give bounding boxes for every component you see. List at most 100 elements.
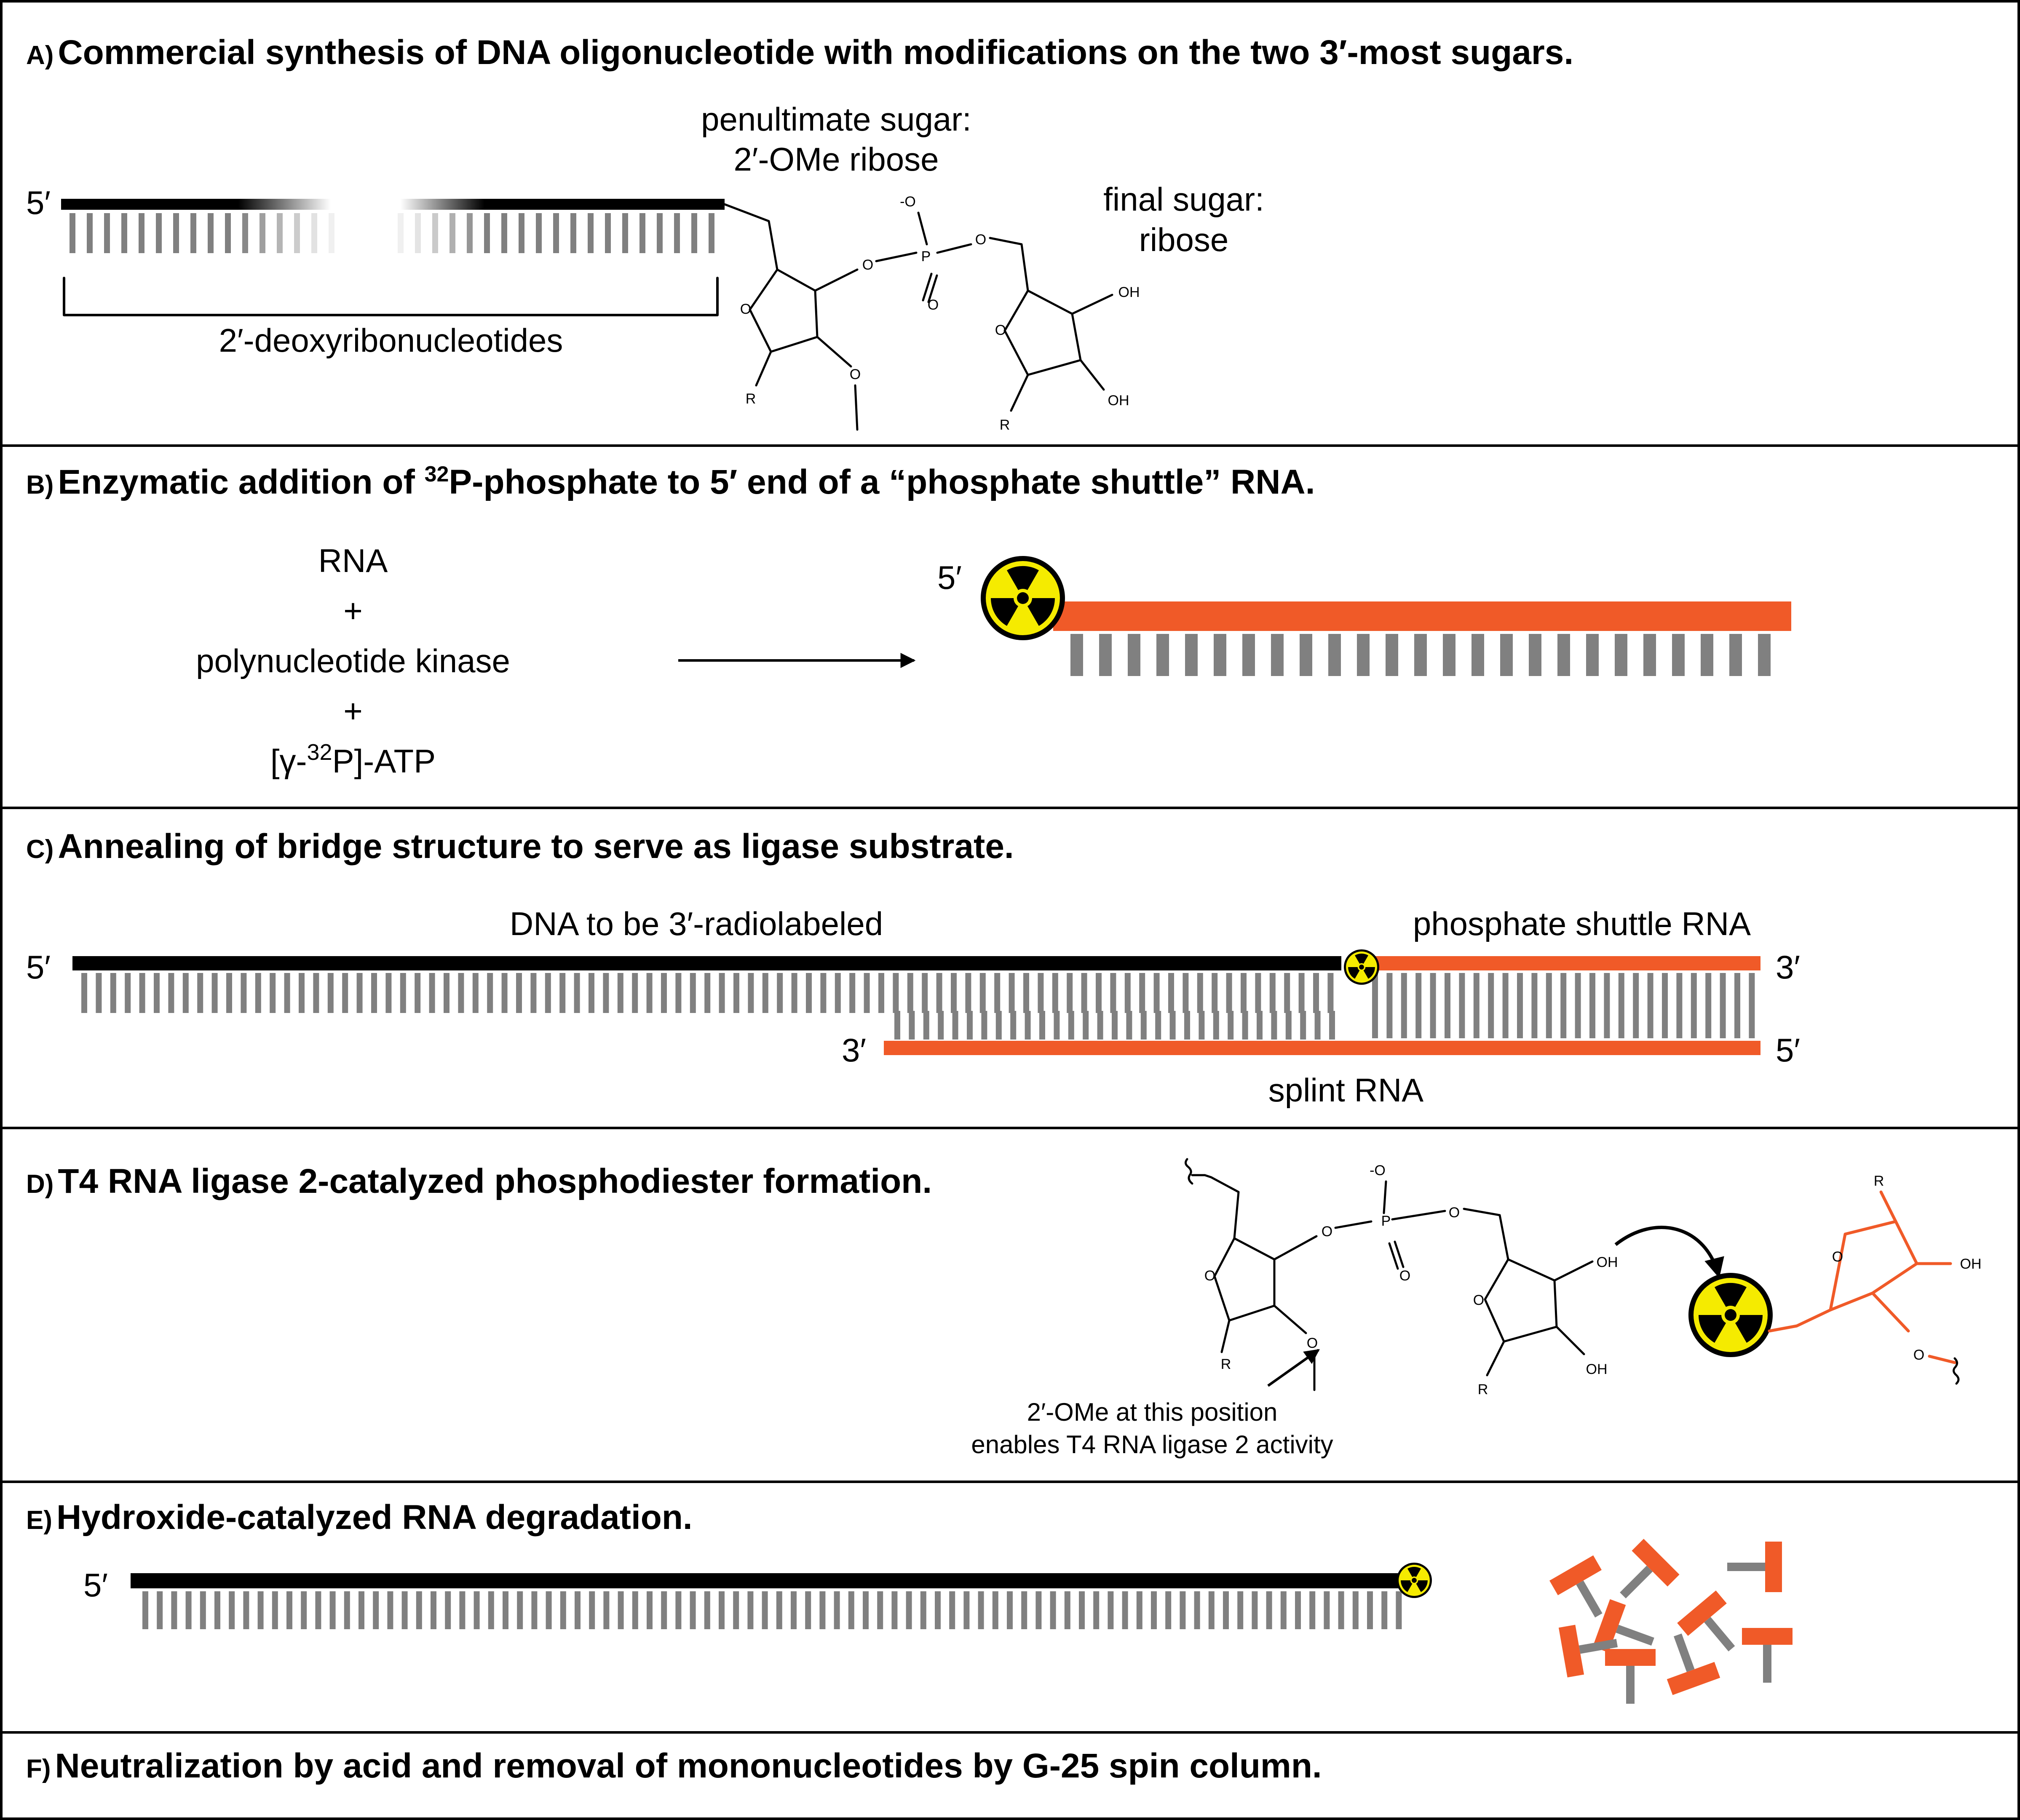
base-tick xyxy=(1734,973,1740,1038)
dna-strand xyxy=(61,199,725,210)
rna-strand xyxy=(1053,601,1791,631)
base-tick xyxy=(709,213,714,253)
base-tick xyxy=(995,1011,1002,1040)
panel-c: C)Annealing of bridge structure to serve… xyxy=(26,827,1800,1109)
base-tick xyxy=(1010,1011,1017,1040)
base-tick xyxy=(1500,634,1513,676)
panel-d-title: D)T4 RNA ligase 2-catalyzed phosphodiest… xyxy=(26,1162,932,1200)
base-tick xyxy=(575,1591,581,1629)
degraded-mononucleotides xyxy=(1549,1539,1793,1704)
base-tick xyxy=(385,973,392,1013)
base-tick xyxy=(1214,634,1226,676)
base-tick xyxy=(935,1591,941,1629)
base-tick xyxy=(1183,973,1189,1013)
base-tick xyxy=(1136,1591,1142,1629)
base-tick xyxy=(1153,973,1160,1013)
penultimate-label-2: 2′-OMe ribose xyxy=(733,141,939,178)
dna-label: DNA to be 3′-radiolabeled xyxy=(510,905,883,942)
base-tick xyxy=(214,1591,220,1629)
base-tick xyxy=(1252,1591,1258,1629)
base-tick xyxy=(487,973,493,1013)
rna-acceptor-structure: R O OH O xyxy=(1768,1173,1982,1385)
base-tick xyxy=(1672,634,1685,676)
svg-text:O: O xyxy=(1473,1292,1484,1308)
base-tick xyxy=(311,213,317,253)
base-tick xyxy=(1386,973,1393,1038)
base-tick xyxy=(1705,973,1712,1038)
base-tick xyxy=(1242,1011,1248,1040)
base-tick xyxy=(1529,634,1541,676)
base-tick xyxy=(1213,1011,1219,1040)
base-tick xyxy=(185,1591,192,1629)
deoxy-bracket-label: 2′-deoxyribonucleotides xyxy=(219,322,563,359)
base-tick xyxy=(967,1011,973,1040)
panel-f-title: F)Neutralization by acid and removal of … xyxy=(26,1747,1322,1785)
base-tick xyxy=(243,1591,249,1629)
base-tick xyxy=(1357,634,1370,676)
base-tick xyxy=(848,1591,854,1629)
base-tick xyxy=(661,973,667,1013)
base-tick xyxy=(1068,1011,1074,1040)
base-tick xyxy=(1124,973,1131,1013)
base-tick xyxy=(70,213,75,253)
base-tick xyxy=(1396,1591,1402,1629)
svg-text:P: P xyxy=(1381,1213,1391,1229)
base-tick xyxy=(1070,634,1083,676)
radioactive-phosphate-icon xyxy=(1344,949,1379,985)
base-tick xyxy=(936,973,942,1013)
base-tick xyxy=(1266,1591,1272,1629)
base-tick xyxy=(603,1591,610,1629)
base-tick xyxy=(1415,973,1422,1038)
base-tick xyxy=(1025,1011,1031,1040)
base-tick xyxy=(791,1591,797,1629)
base-tick xyxy=(344,1591,350,1629)
base-tick xyxy=(835,973,841,1013)
base-tick xyxy=(1079,1591,1085,1629)
base-tick xyxy=(270,973,276,1013)
base-tick xyxy=(96,973,102,1013)
base-tick xyxy=(432,213,438,253)
base-tick xyxy=(294,213,300,253)
svg-text:O: O xyxy=(928,297,939,313)
base-tick xyxy=(877,1591,883,1629)
dna-strand xyxy=(72,956,1341,970)
base-tick xyxy=(863,1591,869,1629)
base-tick xyxy=(1009,973,1015,1013)
base-tick xyxy=(632,973,638,1013)
base-tick xyxy=(1720,973,1726,1038)
base-tick xyxy=(1237,1591,1244,1629)
base-tick xyxy=(733,973,739,1013)
base-tick xyxy=(965,973,971,1013)
base-tick xyxy=(806,973,812,1013)
svg-text:O: O xyxy=(1832,1249,1843,1265)
penultimate-label-1: penultimate sugar: xyxy=(701,101,971,138)
base-tick xyxy=(1054,1011,1060,1040)
base-tick xyxy=(197,973,203,1013)
base-tick xyxy=(1401,973,1407,1038)
base-tick xyxy=(1194,1591,1200,1629)
base-tick xyxy=(104,213,110,253)
base-tick xyxy=(906,1591,912,1629)
base-tick xyxy=(546,1591,552,1629)
base-tick xyxy=(329,1591,336,1629)
base-tick xyxy=(1327,973,1334,1013)
base-tick xyxy=(1184,1011,1190,1040)
base-tick xyxy=(449,213,455,253)
base-tick xyxy=(488,1591,494,1629)
base-tick xyxy=(429,973,435,1013)
base-tick xyxy=(1633,973,1639,1038)
dinucleotide-structure-d: -O P O O O O O R O OH OH R xyxy=(1185,1158,1618,1398)
base-tick xyxy=(864,973,870,1013)
base-tick xyxy=(171,1591,177,1629)
svg-text:R: R xyxy=(746,391,756,407)
base-tick xyxy=(1269,973,1276,1013)
base-tick xyxy=(559,973,566,1013)
base-tick xyxy=(622,213,628,253)
final-sugar-label-1: final sugar: xyxy=(1103,181,1264,218)
svg-text:R: R xyxy=(1478,1382,1488,1398)
base-tick xyxy=(415,973,421,1013)
splint-label: splint RNA xyxy=(1268,1072,1423,1109)
base-tick xyxy=(981,1011,987,1040)
base-tick xyxy=(691,213,697,253)
